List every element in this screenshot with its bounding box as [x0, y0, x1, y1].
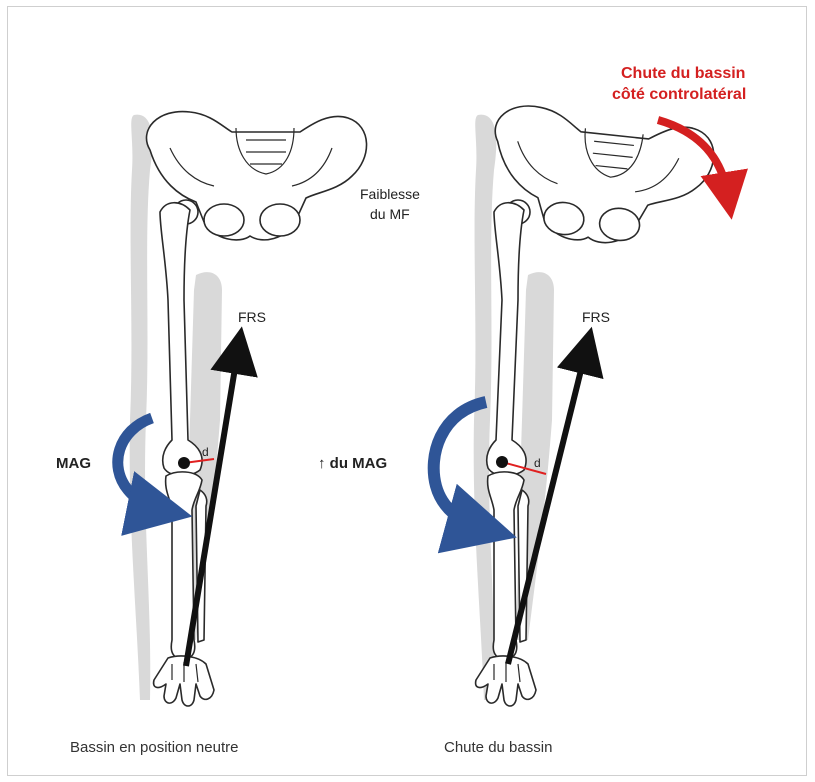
- neutral-figure: [118, 112, 367, 706]
- frs-label-left: FRS: [238, 309, 266, 325]
- pelvic-drop-label-line1: Chute du bassin: [621, 65, 745, 82]
- lower-leg-right: [488, 472, 529, 658]
- mag-label-right: ↑ du MAG: [318, 455, 387, 472]
- caption-right: Chute du bassin: [444, 739, 552, 756]
- frs-label-right: FRS: [582, 309, 610, 325]
- body-shadow-left: [130, 115, 153, 700]
- caption-left: Bassin en position neutre: [70, 739, 238, 756]
- d-label-left: d: [202, 445, 209, 459]
- d-label-right: d: [534, 456, 541, 470]
- mag-label-left: MAG: [56, 455, 91, 472]
- weakness-label-line1: Faiblesse: [360, 186, 420, 202]
- pelvic-drop-label-line2: côté controlatéral: [612, 86, 746, 103]
- drop-figure: [434, 103, 728, 706]
- weakness-label-line2: du MF: [370, 206, 410, 222]
- hip-center-left: [178, 457, 190, 469]
- hip-center-right: [496, 456, 508, 468]
